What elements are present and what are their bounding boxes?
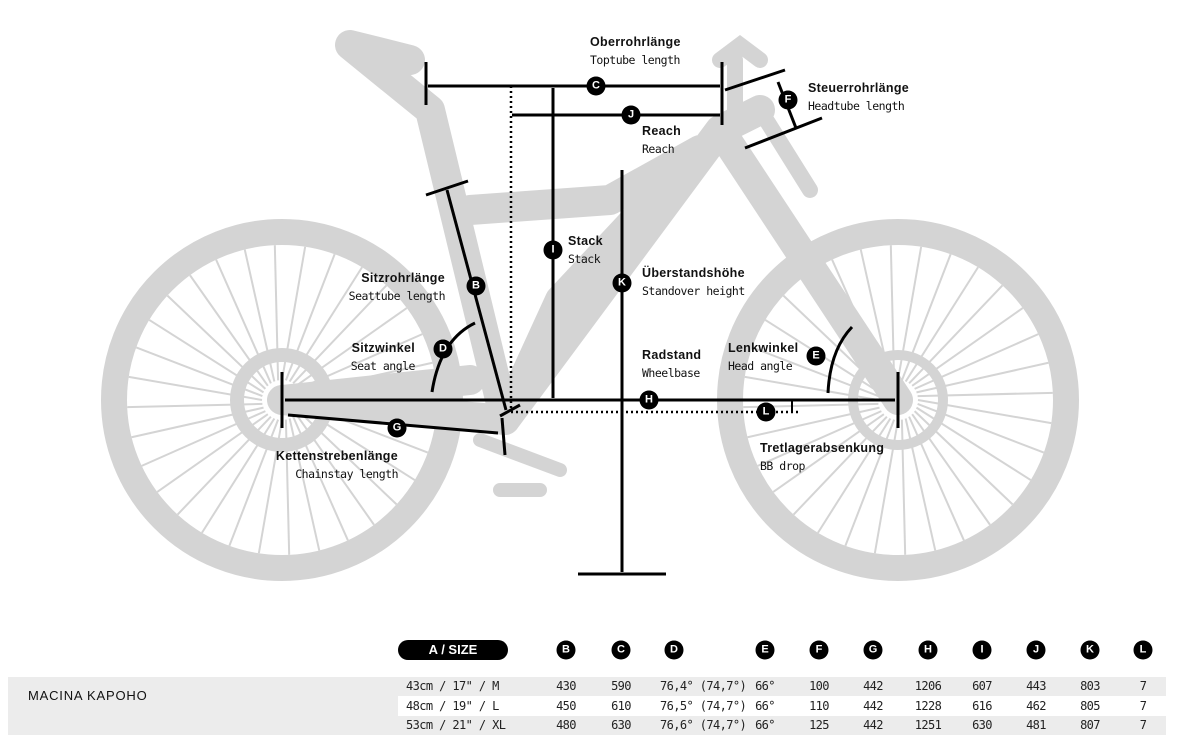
value-cell-f: 100	[809, 679, 829, 693]
column-header-k: K	[1080, 640, 1100, 660]
badge-l: L	[756, 402, 776, 422]
badge-b: B	[466, 276, 486, 296]
badge-j: J	[621, 105, 641, 125]
column-header-l: L	[1133, 640, 1153, 660]
value-cell-i: 630	[972, 718, 992, 732]
table-row: 53cm / 21" / XL 480 630 76,6° (74,7°) 66° 125…	[398, 716, 1166, 735]
table-row: 43cm / 17" / M 430 590 76,4° (74,7°) 66° 100 4…	[398, 677, 1166, 696]
size-cell: 48cm / 19" / L	[406, 698, 499, 713]
value-cell-g: 442	[863, 679, 883, 693]
value-cell-h: 1228	[914, 698, 942, 713]
column-header-j: J	[1026, 640, 1046, 660]
value-cell-e: 66°	[755, 679, 775, 693]
value-cell-l: 7	[1139, 718, 1147, 732]
column-header-b: B	[556, 640, 576, 660]
column-header-f: F	[809, 640, 829, 660]
value-cell-k: 803	[1080, 679, 1100, 693]
value-cell-k: 805	[1080, 698, 1100, 713]
value-cell-d: 76,4° (74,7°)	[660, 679, 747, 693]
size-header: A / SIZE	[398, 640, 508, 660]
value-cell-g: 442	[863, 718, 883, 732]
column-header-d: D	[664, 640, 684, 660]
value-cell-h: 1206	[914, 679, 942, 693]
badge-i: I	[543, 240, 563, 260]
value-cell-l: 7	[1139, 698, 1147, 713]
badge-c: C	[586, 76, 606, 96]
value-cell-e: 66°	[755, 698, 775, 713]
badge-g: G	[387, 418, 407, 438]
value-cell-b: 480	[556, 718, 576, 732]
column-header-e: E	[755, 640, 775, 660]
value-cell-d: 76,6° (74,7°)	[660, 718, 747, 732]
badge-f: F	[778, 90, 798, 110]
value-cell-c: 610	[611, 698, 631, 713]
model-name: MACINA KAPOHO	[28, 688, 148, 703]
badge-d: D	[433, 339, 453, 359]
value-cell-e: 66°	[755, 718, 775, 732]
value-cell-l: 7	[1139, 679, 1147, 693]
badge-e: E	[806, 346, 826, 366]
value-cell-b: 450	[556, 698, 576, 713]
value-cell-g: 442	[863, 698, 883, 713]
value-cell-j: 443	[1026, 679, 1046, 693]
value-cell-d: 76,5° (74,7°)	[660, 698, 747, 713]
bike-geometry-diagram	[101, 30, 1079, 581]
badge-k: K	[612, 273, 632, 293]
column-header-g: G	[863, 640, 883, 660]
column-header-h: H	[918, 640, 938, 660]
value-cell-j: 481	[1026, 718, 1046, 732]
value-cell-c: 630	[611, 718, 631, 732]
value-cell-f: 125	[809, 718, 829, 732]
bike-silhouette	[101, 30, 1079, 581]
value-cell-h: 1251	[914, 718, 942, 732]
model-name-box: MACINA KAPOHO	[8, 677, 398, 735]
value-cell-b: 430	[556, 679, 576, 693]
size-cell: 43cm / 17" / M	[406, 679, 499, 693]
value-cell-f: 110	[809, 698, 829, 713]
value-cell-k: 807	[1080, 718, 1100, 732]
size-cell: 53cm / 21" / XL	[406, 718, 506, 732]
column-header-c: C	[611, 640, 631, 660]
value-cell-i: 616	[972, 698, 992, 713]
value-cell-j: 462	[1026, 698, 1046, 713]
badge-h: H	[639, 390, 659, 410]
column-header-i: I	[972, 640, 992, 660]
table-row: 48cm / 19" / L 450 610 76,5° (74,7°) 66° 110 4…	[398, 697, 1166, 716]
dimension-lines	[280, 62, 900, 576]
value-cell-c: 590	[611, 679, 631, 693]
value-cell-i: 607	[972, 679, 992, 693]
